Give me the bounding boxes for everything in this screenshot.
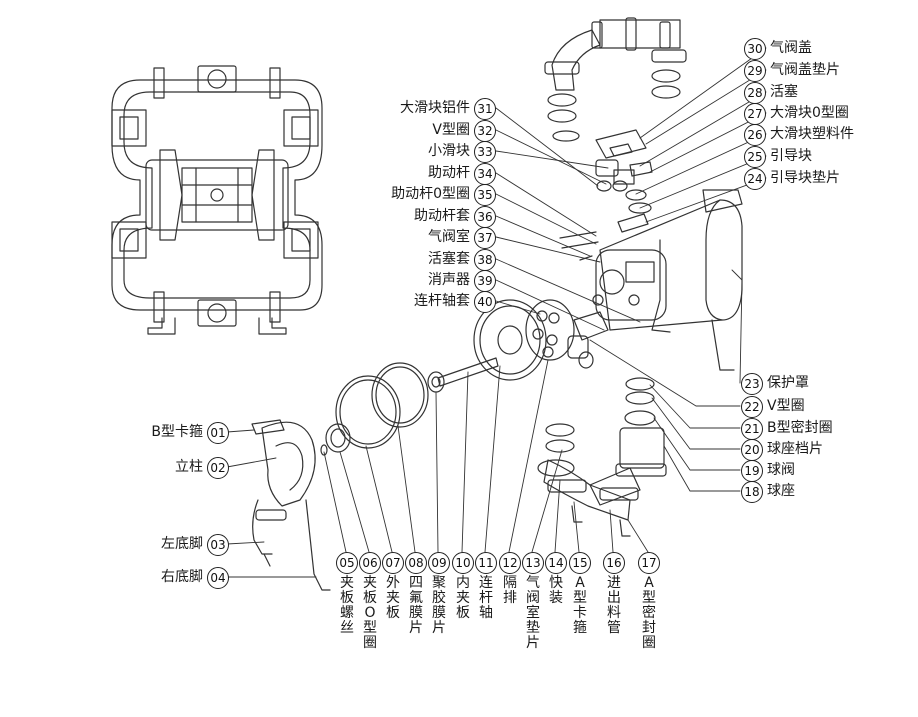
part-label-35: 助动杆0型圈: [391, 186, 470, 202]
part-number-09: 09: [428, 552, 450, 574]
leader-lines: [226, 47, 767, 578]
part-label-24: 引导块垫片: [770, 170, 840, 186]
part-number-21: 21: [741, 418, 763, 440]
part-label-10: 内夹板: [456, 575, 470, 621]
part-number-31: 31: [474, 98, 496, 120]
part-number-35: 35: [474, 184, 496, 206]
part-number-22: 22: [741, 396, 763, 418]
part-label-15: A型卡箍: [573, 575, 587, 636]
part-number-19: 19: [741, 460, 763, 482]
exploded-parts: [251, 17, 743, 591]
part-label-13: 气阀室垫片: [526, 575, 540, 651]
part-number-15: 15: [569, 552, 591, 574]
part-label-37: 气阀室: [428, 229, 470, 245]
part-number-26: 26: [744, 124, 766, 146]
part-number-39: 39: [474, 270, 496, 292]
part-label-31: 大滑块铝件: [400, 100, 470, 116]
part-label-11: 连杆轴: [479, 575, 493, 621]
part-label-22: V型圈: [767, 398, 805, 414]
part-label-34: 助动杆: [428, 165, 470, 181]
part-number-02: 02: [207, 457, 229, 479]
part-number-04: 04: [207, 567, 229, 589]
part-label-19: 球阀: [767, 462, 795, 478]
part-number-32: 32: [474, 120, 496, 142]
part-label-21: B型密封圈: [767, 420, 833, 436]
part-number-23: 23: [741, 373, 763, 395]
part-number-03: 03: [207, 534, 229, 556]
part-label-27: 大滑块0型圈: [770, 105, 849, 121]
part-number-06: 06: [359, 552, 381, 574]
part-label-39: 消声器: [428, 272, 470, 288]
part-label-20: 球座档片: [767, 441, 823, 457]
part-number-20: 20: [741, 439, 763, 461]
part-number-13: 13: [522, 552, 544, 574]
part-label-01: B型卡箍: [151, 424, 203, 440]
part-label-08: 四氟膜片: [409, 575, 423, 636]
part-number-40: 40: [474, 291, 496, 313]
part-number-01: 01: [207, 422, 229, 444]
part-number-07: 07: [382, 552, 404, 574]
part-number-29: 29: [744, 60, 766, 82]
part-label-07: 外夹板: [386, 575, 400, 621]
part-label-09: 聚胶膜片: [432, 575, 446, 636]
part-label-05: 夹板螺丝: [340, 575, 354, 636]
part-label-04: 右底脚: [161, 569, 203, 585]
part-label-30: 气阀盖: [770, 40, 812, 56]
part-number-25: 25: [744, 146, 766, 168]
part-number-14: 14: [545, 552, 567, 574]
part-number-38: 38: [474, 249, 496, 271]
part-number-18: 18: [741, 481, 763, 503]
part-label-26: 大滑块塑料件: [770, 126, 854, 142]
part-label-25: 引导块: [770, 148, 812, 164]
part-number-11: 11: [475, 552, 497, 574]
part-number-17: 17: [638, 552, 660, 574]
part-label-33: 小滑块: [428, 143, 470, 159]
part-number-37: 37: [474, 227, 496, 249]
part-number-36: 36: [474, 206, 496, 228]
part-label-23: 保护罩: [767, 375, 809, 391]
part-label-36: 助动杆套: [414, 208, 470, 224]
part-label-28: 活塞: [770, 84, 798, 100]
part-number-05: 05: [336, 552, 358, 574]
part-label-38: 活塞套: [428, 251, 470, 267]
part-number-33: 33: [474, 141, 496, 163]
part-number-16: 16: [603, 552, 625, 574]
part-number-12: 12: [499, 552, 521, 574]
part-number-30: 30: [744, 38, 766, 60]
part-label-06: 夹板O型圈: [363, 575, 377, 651]
part-label-03: 左底脚: [161, 536, 203, 552]
part-label-29: 气阀盖垫片: [770, 62, 840, 78]
part-number-34: 34: [474, 163, 496, 185]
part-number-08: 08: [405, 552, 427, 574]
part-label-02: 立柱: [175, 459, 203, 475]
assembled-pump-view: [111, 65, 323, 335]
part-number-28: 28: [744, 82, 766, 104]
part-number-10: 10: [452, 552, 474, 574]
part-label-16: 进出料管: [607, 575, 621, 636]
part-label-17: A型密封圈: [642, 575, 656, 651]
part-number-27: 27: [744, 103, 766, 125]
part-label-12: 隔排: [503, 575, 517, 606]
part-label-40: 连杆轴套: [414, 293, 470, 309]
part-label-32: V型圈: [432, 122, 470, 138]
part-label-14: 快装: [549, 575, 563, 606]
part-label-18: 球座: [767, 483, 795, 499]
part-number-24: 24: [744, 168, 766, 190]
